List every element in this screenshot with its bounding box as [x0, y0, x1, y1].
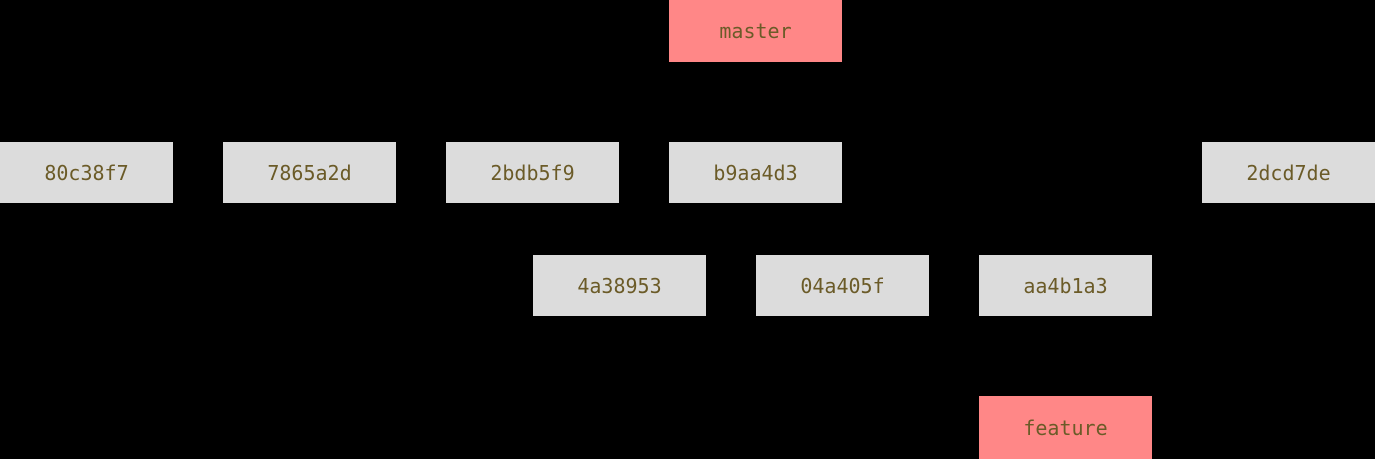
branch-label-feature: feature [979, 396, 1152, 459]
commit-box-2bdb5f9: 2bdb5f9 [446, 142, 619, 203]
commit-hash: 04a405f [800, 273, 885, 298]
commit-hash: 2dcd7de [1246, 160, 1331, 185]
commit-hash: aa4b1a3 [1023, 273, 1108, 298]
commit-hash: b9aa4d3 [713, 160, 798, 185]
branch-label-master: master [669, 0, 842, 62]
commit-box-4a38953: 4a38953 [533, 255, 706, 316]
branch-label-feature-text: feature [1023, 415, 1108, 440]
commit-hash: 4a38953 [577, 273, 662, 298]
commit-box-2dcd7de: 2dcd7de [1202, 142, 1375, 203]
commit-hash: 7865a2d [267, 160, 352, 185]
commit-box-b9aa4d3: b9aa4d3 [669, 142, 842, 203]
commit-box-7865a2d: 7865a2d [223, 142, 396, 203]
branch-label-master-text: master [719, 19, 792, 43]
commit-hash: 2bdb5f9 [490, 160, 575, 185]
commit-box-aa4b1a3: aa4b1a3 [979, 255, 1152, 316]
commit-hash: 80c38f7 [44, 160, 129, 185]
commit-box-80c38f7: 80c38f7 [0, 142, 173, 203]
commit-box-04a405f: 04a405f [756, 255, 929, 316]
